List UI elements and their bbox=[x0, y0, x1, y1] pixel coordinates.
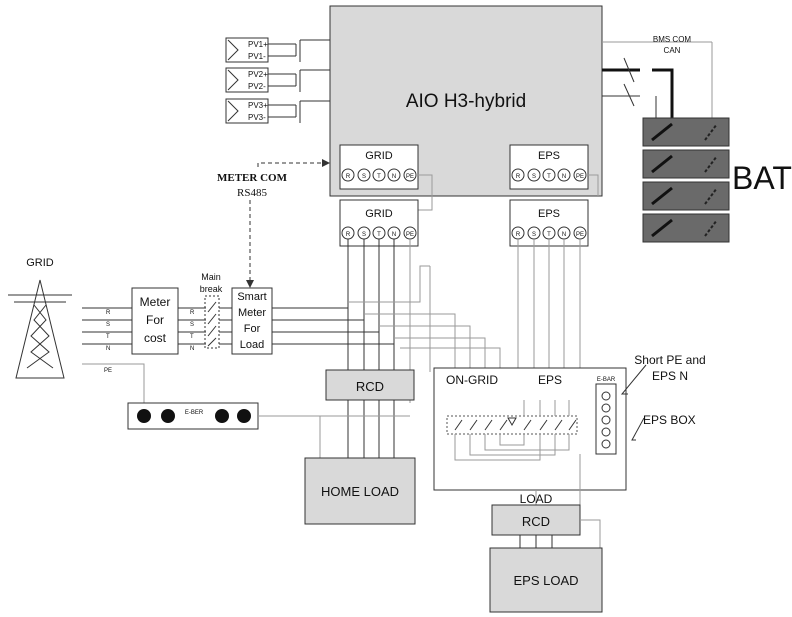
eps-box: ON-GRID EPS E-BAR Short PE and EPS N EPS… bbox=[433, 353, 706, 491]
inverter-title: AIO H3-hybrid bbox=[406, 91, 526, 112]
ground-bar: E-BER bbox=[127, 402, 259, 430]
terminal-t: T bbox=[547, 174, 551, 180]
smart-meter: Smart Meter For Load bbox=[231, 287, 273, 355]
phase-r-label: R bbox=[106, 310, 111, 316]
eps-box-label: EPS BOX bbox=[643, 413, 696, 427]
meter-cost-line2: For bbox=[146, 313, 164, 327]
pv-input-3: PV3+ PV3- bbox=[225, 98, 330, 124]
pv-input-1: PV1+ PV1- bbox=[225, 37, 330, 63]
terminal-n: N bbox=[562, 232, 566, 238]
main-break-line1: Main bbox=[201, 272, 221, 282]
terminal-t: T bbox=[547, 232, 551, 238]
terminal-pe: PE bbox=[406, 232, 414, 238]
pv2-pos-label: PV2+ bbox=[248, 70, 268, 79]
terminal-s: S bbox=[532, 232, 536, 238]
battery-label: BAT bbox=[732, 160, 792, 196]
grid-tower: GRID bbox=[8, 257, 72, 379]
phase-t-label-2: T bbox=[190, 334, 194, 340]
home-load-label: HOME LOAD bbox=[321, 484, 399, 499]
terminal-pe: PE bbox=[576, 174, 584, 180]
bms-com-label: BMS COM bbox=[653, 35, 692, 44]
ground-bar-label: E-BER bbox=[185, 410, 204, 416]
phase-r-label-2: R bbox=[190, 310, 195, 316]
eps-box-eps-label: EPS bbox=[538, 373, 562, 387]
main-break-line2: break bbox=[200, 284, 223, 294]
terminal-pe: PE bbox=[406, 174, 414, 180]
terminal-r: R bbox=[516, 174, 521, 180]
terminal-n: N bbox=[392, 232, 396, 238]
meter-com-rs485-label: RS485 bbox=[237, 187, 267, 199]
rcd-home: RCD bbox=[325, 369, 415, 401]
bms-can-label: CAN bbox=[664, 46, 681, 55]
home-load: HOME LOAD bbox=[304, 457, 416, 525]
terminal-n: N bbox=[392, 174, 396, 180]
smart-meter-line3: For bbox=[244, 323, 261, 335]
inverter-grid-port: GRID R S T N PE bbox=[339, 144, 419, 190]
pv2-neg-label: PV2- bbox=[248, 82, 266, 91]
eps-box-load-label: LOAD bbox=[520, 492, 553, 506]
meter-com-label: METER COM bbox=[217, 172, 288, 184]
terminal-n: N bbox=[562, 174, 566, 180]
meter-com: METER COM RS485 bbox=[217, 159, 330, 288]
eps-box-on-grid-label: ON-GRID bbox=[446, 373, 498, 387]
inverter-eps-port: EPS R S T N PE bbox=[509, 144, 589, 190]
inverter-grid-port-label: GRID bbox=[365, 150, 393, 162]
inverter-eps-port-label: EPS bbox=[538, 150, 560, 162]
terminal-s: S bbox=[362, 232, 366, 238]
pe-label: PE bbox=[104, 368, 112, 374]
pv1-pos-label: PV1+ bbox=[248, 40, 268, 49]
terminal-r: R bbox=[346, 232, 351, 238]
grid-source-label: GRID bbox=[26, 257, 54, 269]
rcd-eps-label: RCD bbox=[522, 514, 550, 529]
eps-box-ebar-label: E-BAR bbox=[597, 377, 616, 383]
pv-inputs: PV1+ PV1- PV2+ PV2- PV3+ PV3- bbox=[225, 37, 330, 124]
main-break: Main break bbox=[200, 272, 223, 349]
pv-input-2: PV2+ PV2- bbox=[225, 67, 330, 93]
meter-cost-line1: Meter bbox=[140, 295, 171, 309]
phase-s-label-2: S bbox=[190, 322, 194, 328]
phase-s-label: S bbox=[106, 322, 110, 328]
eps-connector-label: EPS bbox=[538, 208, 560, 220]
eps-load-label: EPS LOAD bbox=[513, 573, 578, 588]
eps-box-note-line1: Short PE and bbox=[634, 353, 705, 367]
phase-n-label: N bbox=[106, 346, 110, 352]
terminal-s: S bbox=[532, 174, 536, 180]
meter-cost-line3: cost bbox=[144, 331, 167, 345]
terminal-pe: PE bbox=[576, 232, 584, 238]
terminal-r: R bbox=[516, 232, 521, 238]
terminal-r: R bbox=[346, 174, 351, 180]
terminal-s: S bbox=[362, 174, 366, 180]
rcd-home-label: RCD bbox=[356, 379, 384, 394]
pv3-pos-label: PV3+ bbox=[248, 101, 268, 110]
eps-box-note-line2: EPS N bbox=[652, 369, 688, 383]
pv3-neg-label: PV3- bbox=[248, 113, 266, 122]
battery: BMS COM CAN BAT bbox=[602, 35, 792, 243]
grid-incoming-lines: R S T N PE bbox=[82, 307, 145, 403]
smart-meter-line2: Meter bbox=[238, 307, 266, 319]
phase-t-label: T bbox=[106, 334, 110, 340]
eps-load: EPS LOAD bbox=[489, 547, 603, 613]
smart-meter-line1: Smart bbox=[237, 291, 266, 303]
phase-n-label-2: N bbox=[190, 346, 194, 352]
smart-meter-line4: Load bbox=[240, 339, 264, 351]
terminal-t: T bbox=[377, 174, 381, 180]
meter-for-cost: Meter For cost bbox=[131, 287, 179, 355]
rcd-eps: RCD bbox=[491, 504, 581, 536]
terminal-t: T bbox=[377, 232, 381, 238]
pv1-neg-label: PV1- bbox=[248, 52, 266, 61]
grid-connector-label: GRID bbox=[365, 208, 393, 220]
